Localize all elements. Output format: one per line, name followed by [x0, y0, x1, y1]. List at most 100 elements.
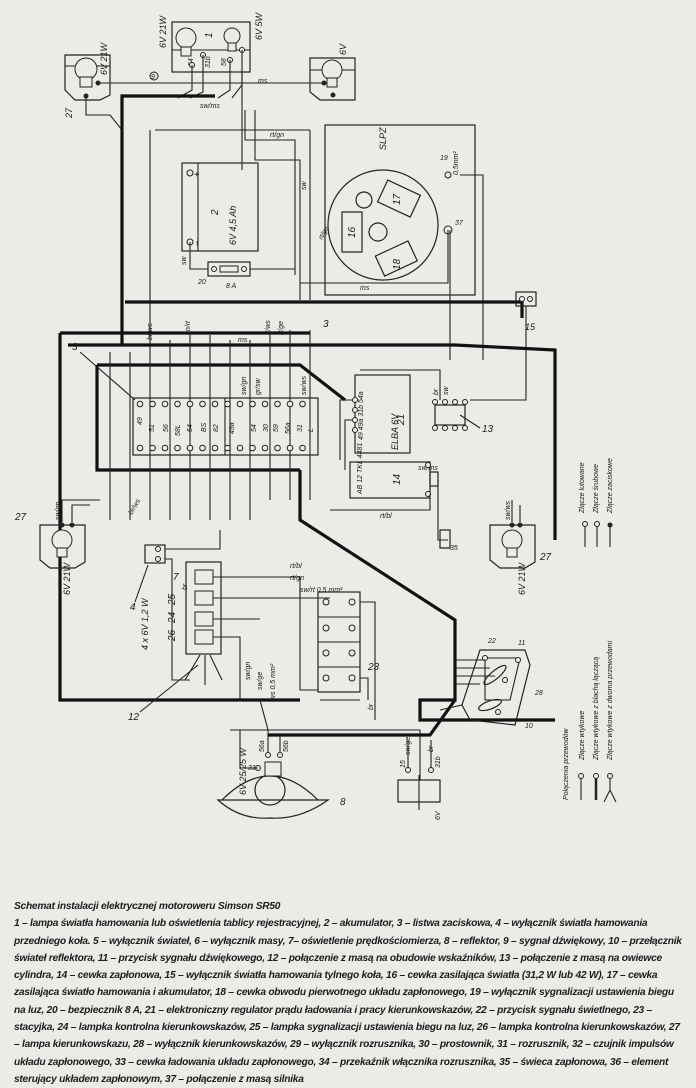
strip-terminal: 54: [187, 424, 194, 432]
strip-terminal: 49: [137, 417, 144, 425]
turn-lamp-rear-right: 6V: [309, 43, 356, 101]
wire-label: ws 0,5 mm²: [270, 663, 277, 700]
spark-plug: 35: [439, 529, 458, 552]
lamp-rating: 6V 21W: [99, 41, 109, 75]
strip-terminal: BS: [201, 422, 208, 432]
label-8: 8: [340, 797, 346, 808]
legend-clamp: Złącze zaciskowe: [607, 458, 614, 514]
strip-terminal-dot: [161, 444, 169, 452]
wire-label: sw: [181, 256, 188, 266]
strip-terminal-dot: [286, 400, 294, 408]
label-15: 15: [525, 322, 536, 332]
headlight: 6V 25/25 W 8 31 56a 56b: [216, 740, 346, 819]
label-27: 27: [64, 107, 74, 119]
label-20: 20: [197, 279, 206, 286]
label-27: 27: [14, 512, 27, 523]
strip-terminal-dot: [274, 400, 281, 408]
label-9: 9: [151, 74, 155, 81]
label-2: 2: [210, 209, 221, 216]
lamp-rating: 6V 21W: [517, 561, 527, 595]
strip-terminal: 49a: [229, 422, 236, 434]
label-25: 25: [167, 593, 178, 606]
legend-joints: Złącze lutowane Złącze śrubowe Złącze za…: [579, 458, 614, 547]
strip-terminal-dot: [149, 444, 156, 452]
wire-label: sw: [443, 386, 450, 396]
wire-label: sw/ms: [418, 465, 438, 472]
ignition-switch: 23: [317, 591, 380, 693]
legend-connections: Połączenia przewodów Złącze wtykowe Złąc…: [563, 641, 617, 803]
label-18: 18: [392, 258, 403, 270]
wire-label: rt/ge: [278, 321, 285, 335]
strip-terminal: 82: [213, 424, 220, 432]
wire-label: sw: [301, 181, 308, 191]
strip-terminal-dot: [211, 444, 219, 452]
strip-terminal-dot: [136, 400, 144, 408]
label-28: 28: [534, 690, 543, 697]
wire-label: rt/bl: [380, 513, 392, 520]
wire-label: br/ws: [147, 323, 154, 340]
strip-terminal-dot: [236, 400, 244, 408]
caption-title: Schemat instalacji elektrycznej motorowe…: [14, 901, 281, 912]
wire-label: ms: [360, 285, 370, 292]
coil-type: AB 12 TKL 4481: [357, 443, 364, 495]
strip-terminal-dot: [174, 444, 181, 452]
indicator-lamps: 7 25 24 26 4 x 6V 1,2 W br: [140, 561, 222, 655]
elba-terminals: 49 49a 31b 54a: [358, 391, 365, 440]
terminal-strip: 49 51 56 58L 54 BS 82 49a 54 30 59 56a 3…: [132, 397, 319, 456]
legend-plug: Złącze wtykowe: [579, 710, 586, 761]
headlight-rating: 6V 25/25 W: [238, 746, 248, 795]
fuse-rating: 8 A: [226, 283, 237, 290]
wire-size: 0,5mm²: [453, 151, 460, 175]
strip-terminal-dot: [236, 444, 244, 452]
wire-label: rt/bl: [290, 563, 302, 570]
elba-label: ELBA 6V: [390, 413, 400, 450]
wire-label: sw/ws: [505, 500, 512, 520]
label-3: 3: [72, 342, 78, 353]
strip-terminal-dot: [136, 444, 144, 452]
strip-terminal-dot: [174, 400, 181, 408]
terminal-56b: 56b: [283, 740, 290, 752]
wire-label: br: [368, 703, 375, 710]
brake-switch-front: 4: [130, 544, 166, 613]
strip-terminal-dot: [249, 400, 256, 408]
label-16: 16: [347, 226, 358, 238]
terminal-31b: 31b: [435, 756, 442, 768]
strip-terminal-dot: [199, 400, 206, 408]
strip-terminal: 56: [163, 424, 170, 432]
caption-legend: 1 – lampa światła hamowania lub oświetle…: [14, 918, 682, 1085]
ignition-coil: AB 12 TKL 4481 14: [349, 443, 439, 499]
strip-terminal: 51: [149, 424, 156, 432]
lamp-rating: 4 x 6V 1,2 W: [140, 597, 150, 650]
plus-terminal: +: [192, 172, 202, 177]
rating-6v: 6V: [435, 810, 442, 820]
legend-plug-two: Złącze wtykowe z dwoma przewodami: [607, 641, 614, 761]
wire-label: ms: [238, 337, 248, 344]
figure-caption: Schemat instalacji elektrycznej motorowe…: [14, 898, 686, 1088]
strip-terminal-dot: [149, 400, 156, 408]
wire-label: rt/gn: [270, 132, 284, 139]
strip-terminal: 31: [297, 424, 304, 432]
strip-terminal: 30: [263, 424, 270, 432]
label-19: 19: [440, 155, 448, 162]
label-15: 15: [400, 760, 407, 768]
lamp-rating: 6V: [338, 43, 348, 55]
terminal-31b: 31b: [205, 56, 212, 68]
strip-terminal: 59: [273, 424, 280, 432]
turn-lamp-front-right: 6V 21W 27: [489, 522, 552, 595]
strip-terminal-dot: [249, 444, 256, 452]
wire-label: sw/rt 0,5 mm²: [300, 587, 343, 594]
rear-lamp: 6V 21W 6V 5W 1 54 31b 58 9: [149, 11, 264, 81]
legend-screw: Złącze śrubowe: [593, 464, 600, 514]
label-3: 3: [323, 319, 329, 330]
wire-label: sw/gn: [241, 377, 248, 395]
wire-label: sw/gn: [55, 502, 62, 520]
label-23: 23: [367, 662, 380, 673]
label-21: 21: [396, 414, 407, 426]
label-35: 35: [450, 545, 458, 552]
label-12: 12: [128, 712, 140, 723]
wire-label: sw/ms: [200, 103, 220, 110]
ground-connector-13: 13: [432, 399, 494, 435]
terminal-58: 58: [221, 58, 228, 66]
label-1: 1: [204, 32, 215, 38]
battery: + − 2 6V 4,5 Ah: [181, 162, 259, 252]
